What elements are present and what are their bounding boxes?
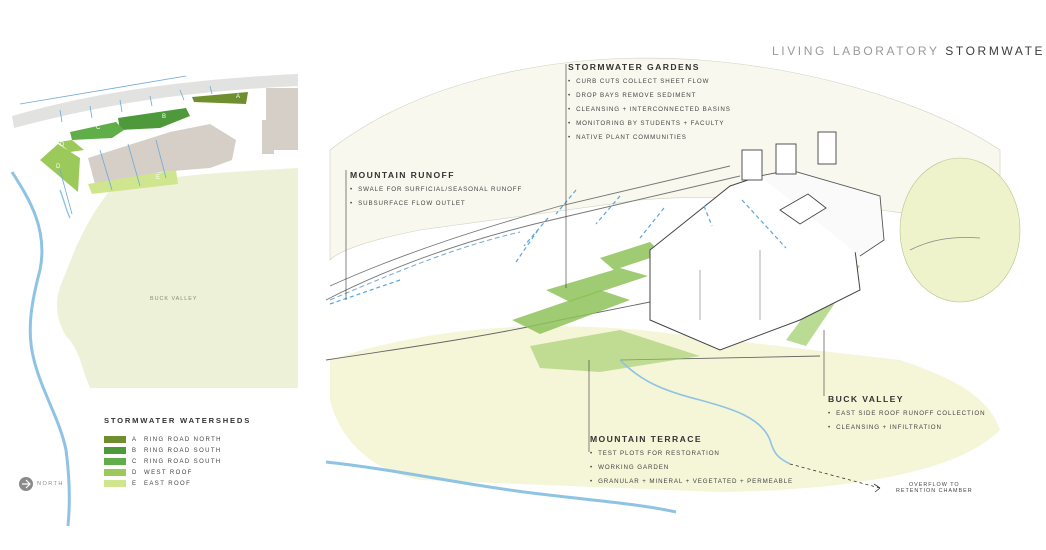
- bullet-item: DROP BAYS REMOVE SEDIMENT: [568, 89, 731, 103]
- callout-stormwater-gardens: STORMWATER GARDENS CURB CUTS COLLECT SHE…: [568, 62, 731, 145]
- river: [10, 171, 71, 527]
- bullet-item: NATIVE PLANT COMMUNITIES: [568, 131, 731, 145]
- callout-mountain-terrace: MOUNTAIN TERRACE TEST PLOTS FOR RESTORAT…: [590, 434, 793, 489]
- legend-swatch: [104, 458, 126, 465]
- zone-a: [192, 92, 248, 104]
- main-building: [88, 124, 236, 188]
- legend-swatch: [104, 480, 126, 487]
- zone-d2: [58, 140, 84, 152]
- rain-garden-1: [512, 290, 630, 334]
- north-label: NORTH: [37, 481, 64, 487]
- bullet-item: TEST PLOTS FOR RESTORATION: [590, 447, 793, 461]
- rain-garden-3: [600, 242, 662, 270]
- legend-swatch: [104, 447, 126, 454]
- zone-b: [118, 108, 190, 130]
- bullet-item: SUBSURFACE FLOW OUTLET: [350, 197, 522, 211]
- zone-label-e: E: [156, 175, 162, 181]
- bullet-item: EAST SIDE ROOF RUNOFF COLLECTION: [828, 407, 985, 421]
- bullet-item: CLEANSING + INFILTRATION: [828, 421, 985, 435]
- bullet-item: SWALE FOR SURFICIAL/SEASONAL RUNOFF: [350, 183, 522, 197]
- buck-valley-area: [57, 168, 298, 388]
- bullet-item: GRANULAR + MINERAL + VEGETATED + PERMEAB…: [590, 475, 793, 489]
- mountain-terrace-bed: [530, 330, 700, 372]
- tree-sketch: [899, 157, 1021, 303]
- callout-buck-valley: BUCK VALLEY EAST SIDE ROOF RUNOFF COLLEC…: [828, 394, 985, 435]
- overflow-note: OVERFLOW TO RETENTION CHAMBER: [896, 482, 973, 494]
- zone-e: [88, 170, 178, 194]
- bullet-item: CURB CUTS COLLECT SHEET FLOW: [568, 75, 731, 89]
- buck-valley-map-label: BUCK VALLEY: [150, 296, 198, 302]
- east-building-annex: [262, 120, 274, 154]
- zone-label-a: A: [236, 94, 242, 100]
- bullet-item: MONITORING BY STUDENTS + FACULTY: [568, 117, 731, 131]
- bullet-item: CLEANSING + INTERCONNECTED BASINS: [568, 103, 731, 117]
- legend-title: STORMWATER WATERSHEDS: [104, 416, 252, 425]
- rain-garden-2: [546, 268, 648, 302]
- zone-d: [40, 144, 80, 192]
- bullet-item: WORKING GARDEN: [590, 461, 793, 475]
- zone-label-d: D: [60, 142, 66, 148]
- zone-label-c: C: [96, 125, 102, 131]
- river-bottom: [325, 460, 677, 514]
- page-title: LIVING LABORATORY STORMWATER: [772, 44, 1046, 58]
- zone-label-d2: D: [56, 164, 62, 170]
- swale-flow: [329, 231, 521, 301]
- ring-road: [12, 74, 298, 128]
- legend-swatch: [104, 469, 126, 476]
- legend-swatch: [104, 436, 126, 443]
- leader-lines: [345, 64, 825, 452]
- flow-arrows: [19, 75, 213, 215]
- zone-c: [70, 122, 124, 140]
- ground-wash: [330, 326, 1000, 492]
- zone-label-b: B: [162, 114, 168, 120]
- callout-mountain-runoff: MOUNTAIN RUNOFF SWALE FOR SURFICIAL/SEAS…: [350, 170, 522, 211]
